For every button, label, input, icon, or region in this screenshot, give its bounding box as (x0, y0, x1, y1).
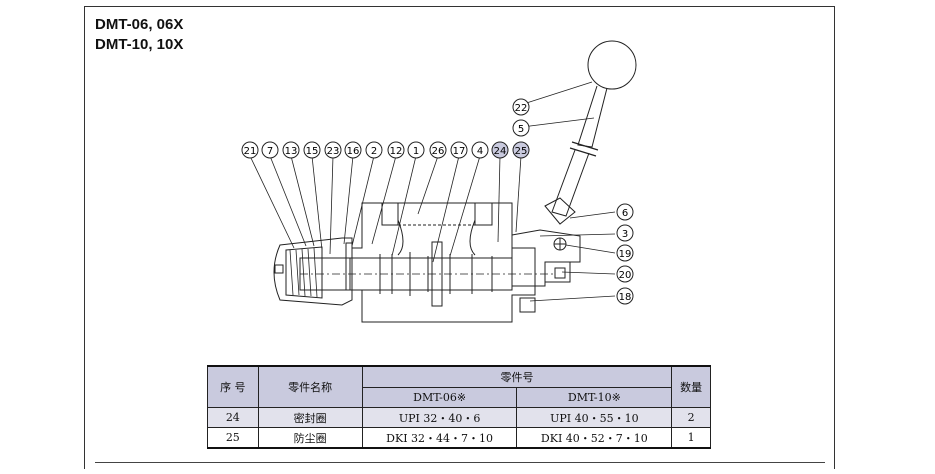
callout-21: 21 (241, 141, 259, 159)
svg-text:6: 6 (622, 208, 628, 219)
valve-body (345, 202, 536, 323)
callouts-right: 22 5 6 3 19 20 18 (512, 98, 634, 305)
bottom-screw (519, 297, 536, 313)
svg-text:21: 21 (244, 146, 257, 157)
page-frame (84, 6, 835, 469)
svg-text:2: 2 (371, 146, 377, 157)
cell-dmt06: DKI 32・44・7・10 (361, 427, 518, 449)
callout-25: 25 (512, 141, 530, 159)
callout-17: 17 (450, 141, 468, 159)
svg-text:23: 23 (327, 146, 340, 157)
callout-23: 23 (324, 141, 342, 159)
model-title-1: DMT-06, 06X (95, 16, 184, 33)
table-row: 24 密封圈 UPI 32・40・6 UPI 40・55・10 2 (207, 407, 711, 428)
svg-text:19: 19 (619, 249, 632, 260)
callout-1: 1 (407, 141, 425, 159)
svg-text:3: 3 (622, 229, 628, 240)
callout-15: 15 (303, 141, 321, 159)
cell-qty: 2 (671, 407, 711, 428)
model-title-2: DMT-10, 10X (95, 36, 184, 53)
lever-clevis (544, 197, 576, 225)
callouts-top: 21 7 13 15 23 16 2 12 1 26 17 4 24 25 (241, 141, 530, 159)
callout-18: 18 (616, 287, 634, 305)
cell-seq: 24 (207, 407, 259, 428)
svg-text:13: 13 (285, 146, 298, 157)
callout-26: 26 (429, 141, 447, 159)
lever-break-marks (569, 141, 599, 157)
svg-text:5: 5 (518, 124, 524, 135)
svg-text:4: 4 (477, 146, 483, 157)
spring-chamber (285, 246, 323, 299)
cell-name: 密封圈 (257, 407, 363, 428)
parts-table: 序 号 零件名称 零件号 数量 DMT-06※ DMT-10※ 24 密封圈 U… (207, 365, 711, 449)
table-row: 25 防尘圈 DKI 32・44・7・10 DKI 40・52・7・10 1 (207, 427, 711, 449)
center-seal (431, 241, 443, 307)
header-name: 零件名称 (257, 365, 363, 408)
svg-text:7: 7 (267, 146, 273, 157)
callout-5: 5 (512, 119, 530, 137)
callout-12: 12 (387, 141, 405, 159)
body-ports (381, 203, 493, 226)
callout-19: 19 (616, 244, 634, 262)
svg-text:24: 24 (494, 146, 507, 157)
callout-3: 3 (616, 224, 634, 242)
header-partno: 零件号 (361, 365, 673, 388)
svg-text:20: 20 (619, 270, 632, 281)
left-plug (274, 264, 284, 274)
cell-qty: 1 (671, 427, 711, 449)
callout-13: 13 (282, 141, 300, 159)
svg-text:16: 16 (347, 146, 360, 157)
header-dmt10: DMT-10※ (516, 386, 673, 408)
lever-shaft-lower (551, 149, 590, 217)
callout-4: 4 (471, 141, 489, 159)
cell-seq: 25 (207, 427, 259, 449)
lever-knob (587, 40, 637, 90)
svg-text:18: 18 (619, 292, 632, 303)
pivot-cross (554, 238, 566, 250)
footer-divider (95, 462, 825, 463)
spring-coils (289, 247, 318, 298)
svg-text:26: 26 (432, 146, 445, 157)
callout-6: 6 (616, 203, 634, 221)
callout-7: 7 (261, 141, 279, 159)
header-qty: 数量 (671, 365, 711, 408)
svg-text:12: 12 (390, 146, 403, 157)
left-end-cap (273, 237, 353, 306)
callout-2: 2 (365, 141, 383, 159)
leader-lines (249, 81, 616, 302)
header-dmt06: DMT-06※ (361, 386, 518, 408)
callout-22: 22 (512, 98, 530, 116)
cell-dmt06: UPI 32・40・6 (361, 407, 518, 428)
svg-text:17: 17 (453, 146, 466, 157)
svg-text:1: 1 (413, 146, 419, 157)
callout-24: 24 (491, 141, 509, 159)
svg-text:22: 22 (515, 103, 528, 114)
cell-dmt10: UPI 40・55・10 (516, 407, 673, 428)
cell-name: 防尘圈 (257, 427, 363, 449)
svg-text:15: 15 (306, 146, 319, 157)
spool (299, 257, 513, 291)
callout-20: 20 (616, 265, 634, 283)
cell-dmt10: DKI 40・52・7・10 (516, 427, 673, 449)
callout-16: 16 (344, 141, 362, 159)
svg-text:25: 25 (515, 146, 528, 157)
header-seq: 序 号 (207, 365, 259, 408)
lever-shaft-upper (577, 85, 608, 148)
pin (554, 267, 566, 279)
